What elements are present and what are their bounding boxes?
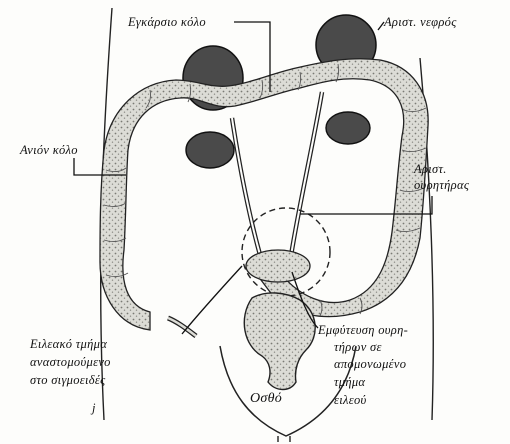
label-left-kidney: Αριστ. νεφρός bbox=[383, 15, 457, 29]
colon bbox=[100, 59, 428, 330]
label-implantation-line4: τμήμα bbox=[334, 375, 365, 389]
label-ileal-segment-line2: αναστομούμενο bbox=[30, 355, 111, 369]
label-transverse-colon: Εγκάρσιο κόλο bbox=[127, 15, 206, 29]
label-implantation-line5: ειλεού bbox=[334, 393, 367, 407]
label-implantation-line3: απομονωμένο bbox=[334, 357, 406, 371]
label-implantation-line1: Εμφύτευση ουρη- bbox=[317, 323, 408, 337]
leader-ileal-segment bbox=[182, 266, 242, 334]
label-ileal-segment-line3: στο σιγμοειδές bbox=[30, 373, 106, 387]
right-kidney-lower-pole bbox=[186, 132, 234, 168]
label-rectum: Οσθό bbox=[250, 391, 282, 406]
left-kidney-lower-pole bbox=[326, 112, 370, 144]
label-ileal-segment-line1: Ειλεακό τμήμα bbox=[29, 337, 107, 351]
isolated-ileal-segment bbox=[246, 250, 310, 282]
left-ureter-inner bbox=[290, 92, 322, 262]
right-ureter bbox=[232, 118, 262, 262]
label-left-ureter-line1: Αριστ. bbox=[413, 162, 447, 176]
label-left-ureter-line2: ουρητήρας bbox=[414, 178, 470, 192]
label-stray-mark: j bbox=[90, 401, 96, 415]
anal-mark bbox=[278, 436, 290, 442]
label-implantation-line2: τήρων σε bbox=[334, 340, 382, 354]
label-ascending-colon: Ανιόν κόλο bbox=[19, 143, 78, 157]
